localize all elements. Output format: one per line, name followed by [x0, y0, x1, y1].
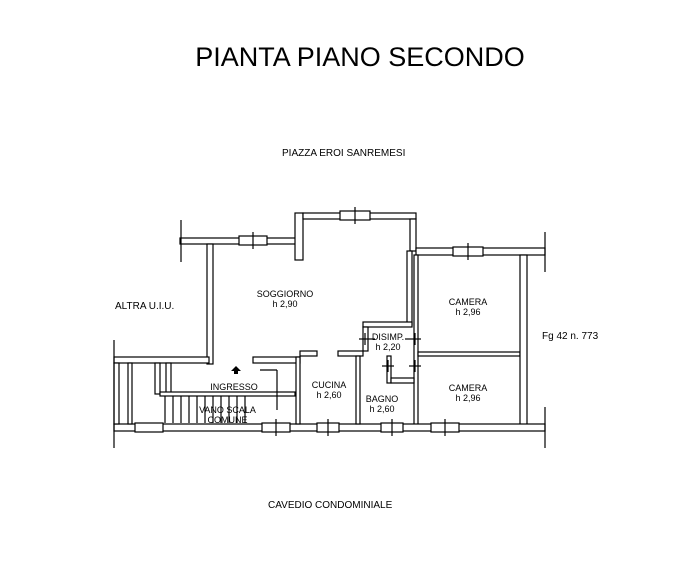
doors: [359, 333, 421, 372]
north-label: PIAZZA EROI SANREMESI: [282, 148, 406, 159]
stairs: [164, 396, 246, 423]
windows: [134, 207, 484, 436]
west-label: ALTRA U.I.U.: [115, 301, 175, 312]
boundary-lines: [113, 220, 546, 448]
room-ingresso: INGRESSO: [210, 382, 258, 392]
east-label: Fg 42 n. 773: [542, 331, 599, 342]
entrance-arrow-icon: [231, 366, 241, 374]
south-label: CAVEDIO CONDOMINIALE: [268, 500, 393, 511]
room-disimpegno: DISIMP.h 2,20: [371, 332, 405, 352]
plan-title: PIANTA PIANO SECONDO: [195, 42, 525, 72]
